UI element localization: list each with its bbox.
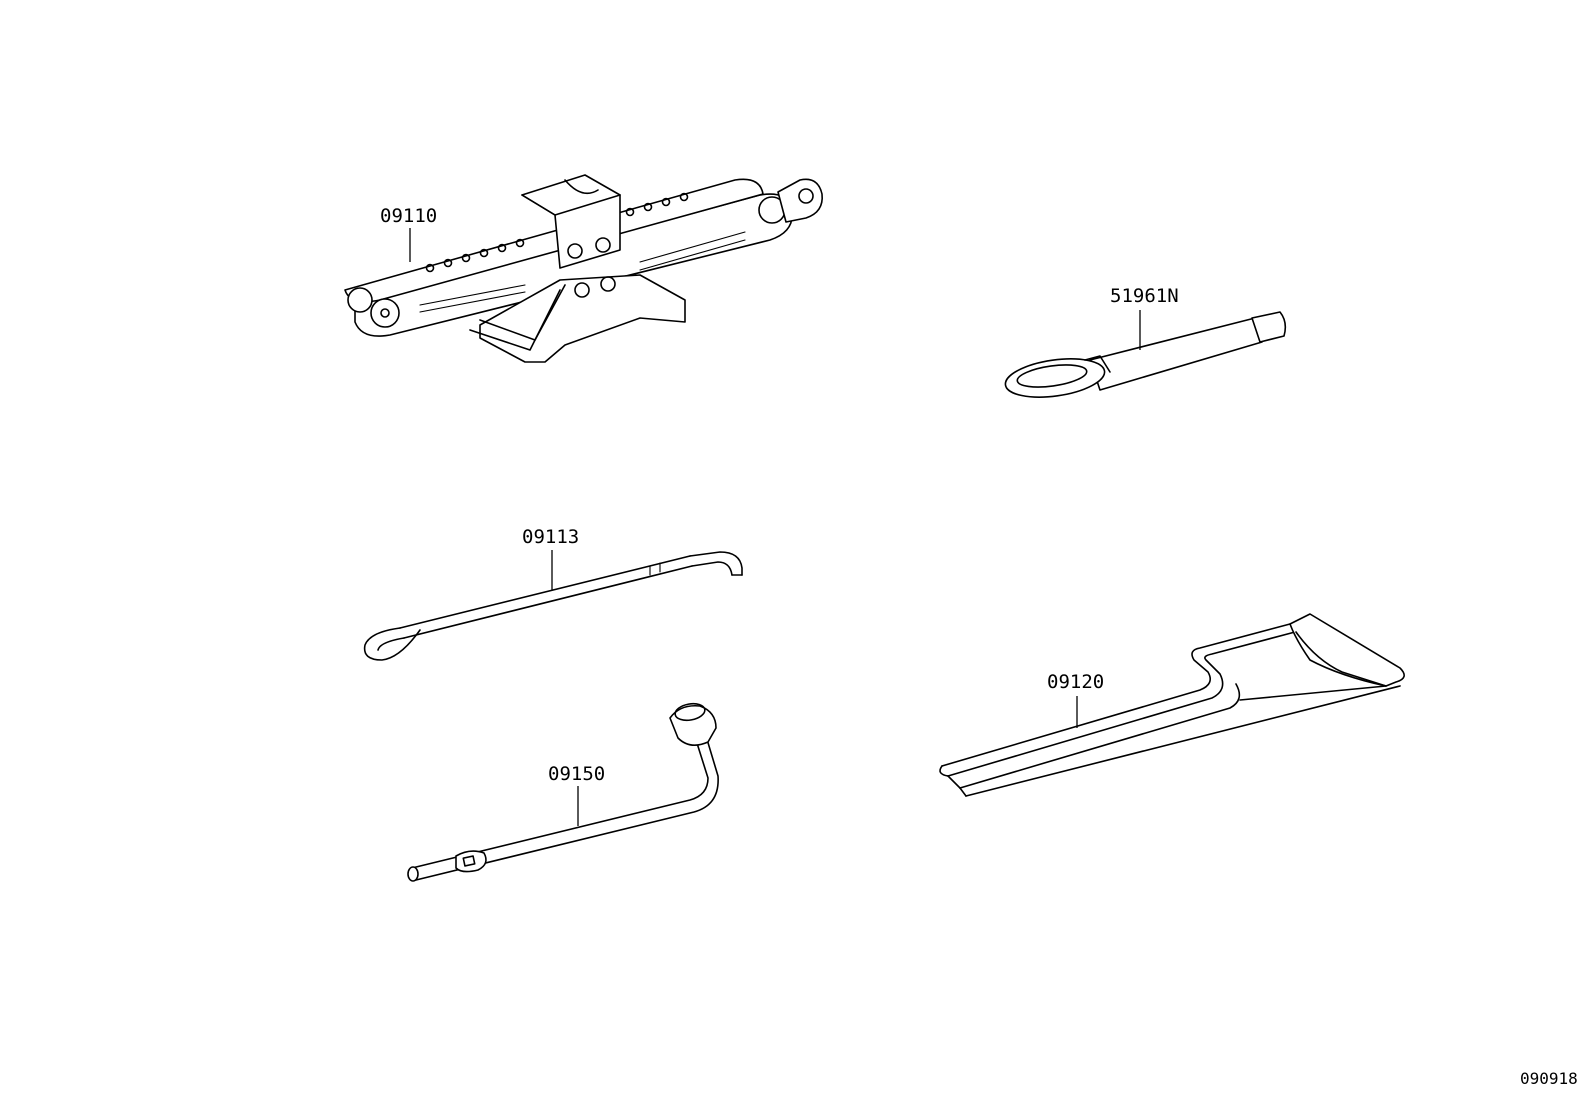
jack-arm-holes [425, 192, 689, 273]
lug-wrench-icon[interactable] [407, 702, 719, 882]
part-number-09110: 09110 [380, 205, 437, 227]
jack-handle-icon[interactable] [363, 551, 743, 661]
tool-holder-icon[interactable] [939, 613, 1405, 797]
wrench-icon[interactable] [1003, 311, 1287, 403]
figure-id: 090918 [1520, 1069, 1578, 1088]
part-number-09120: 09120 [1047, 671, 1104, 693]
part-number-09150: 09150 [548, 763, 605, 785]
scissor-jack-icon[interactable] [344, 174, 823, 363]
part-number-09113: 09113 [522, 526, 579, 548]
part-number-51961N: 51961N [1110, 285, 1179, 307]
